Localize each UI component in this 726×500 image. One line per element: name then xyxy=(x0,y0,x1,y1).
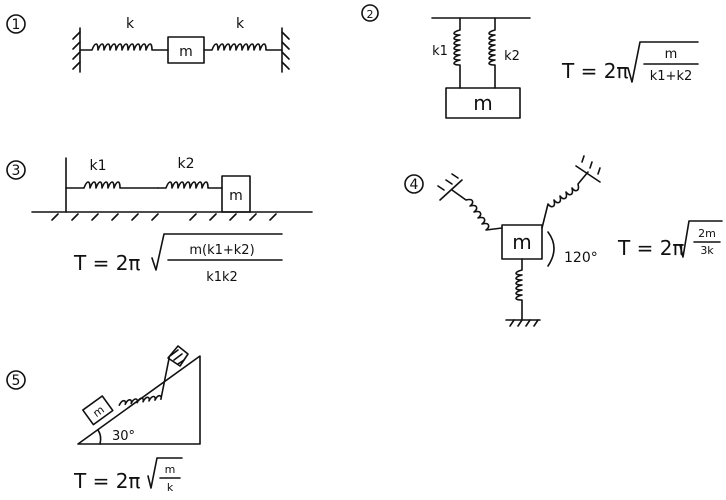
mass-label: m xyxy=(473,91,492,115)
right-spring xyxy=(203,43,283,51)
upper-right-spring xyxy=(541,171,589,229)
problem-3-number: 3 xyxy=(12,163,21,179)
mass-block xyxy=(445,87,521,119)
upper-left-spring xyxy=(451,189,503,231)
formula-denominator: k xyxy=(167,481,174,494)
incline-top-hatch xyxy=(169,349,185,365)
angle-label: 30° xyxy=(112,429,135,444)
right-spring-label: k xyxy=(236,16,245,32)
mass-block xyxy=(221,175,251,213)
formula-numerator: m xyxy=(665,47,678,62)
problem-1: 1 m k k xyxy=(6,14,290,73)
spring-k2-label: k2 xyxy=(504,49,520,64)
problem-1-number: 1 xyxy=(12,17,21,33)
period-formula-lhs: T = 2π xyxy=(73,469,140,493)
formula-numerator: 2m xyxy=(698,227,716,240)
formula-denominator: 3k xyxy=(700,244,714,257)
angle-arc xyxy=(97,429,102,445)
bottom-spring xyxy=(515,258,523,321)
problem-5: 5 m 30° T = 2π m k xyxy=(6,345,201,494)
mass-label: m xyxy=(179,44,193,60)
problem-4-number-circle xyxy=(404,174,424,194)
problem-4: 4 m 120° T = 2π 2m 3k xyxy=(404,155,723,327)
formula-numerator: m xyxy=(165,463,176,476)
problem-5-number-circle xyxy=(6,370,26,390)
bottom-support-hatch xyxy=(509,319,539,327)
problem-1-number-circle xyxy=(6,14,26,34)
formula-numerator: m(k1+k2) xyxy=(189,243,254,258)
radical-sign xyxy=(147,457,183,489)
mass-label: m xyxy=(512,230,531,254)
left-spring xyxy=(79,43,169,51)
right-wall-hatch xyxy=(281,31,290,70)
period-formula-lhs: T = 2π xyxy=(617,236,684,260)
formula-denominator: k1k2 xyxy=(206,270,238,285)
problem-3-number-circle xyxy=(6,160,26,180)
upper-left-support xyxy=(437,173,463,201)
incline-top-support xyxy=(167,345,189,367)
upper-right-support xyxy=(575,155,601,183)
radical-sign xyxy=(151,233,283,271)
radical-sign xyxy=(679,220,723,258)
left-spring-label: k xyxy=(126,16,135,32)
floor-hatch xyxy=(51,213,277,221)
problem-4-number: 4 xyxy=(410,177,419,193)
spring-k1-label: k1 xyxy=(432,44,448,59)
period-formula-lhs: T = 2π xyxy=(561,59,628,83)
mass-label: m xyxy=(229,188,243,204)
incline-spring xyxy=(118,356,170,406)
spring-k2-label: k2 xyxy=(177,156,194,172)
left-wall-hatch xyxy=(72,31,81,70)
period-formula-lhs: T = 2π xyxy=(73,251,140,275)
problem-5-number: 5 xyxy=(12,373,21,389)
formula-denominator: k1+k2 xyxy=(650,69,693,84)
angle-label: 120° xyxy=(564,250,598,266)
mass-block xyxy=(82,395,114,426)
problem-3: 3 k1 k2 m T = 2π m(k1+k2) k1k2 xyxy=(6,156,313,285)
spring-k2 xyxy=(488,17,496,89)
radical-sign xyxy=(627,41,699,83)
spring-k1 xyxy=(453,17,461,89)
spring-k2 xyxy=(157,181,223,189)
spring-k1 xyxy=(65,181,159,189)
problem-2-number: 2 xyxy=(367,8,374,21)
angle-arc xyxy=(547,231,555,267)
spring-k1-label: k1 xyxy=(89,158,106,174)
problem-2-number-circle xyxy=(361,4,379,22)
problem-2: 2 k1 k2 m T = 2π m k1+k2 xyxy=(361,4,699,119)
